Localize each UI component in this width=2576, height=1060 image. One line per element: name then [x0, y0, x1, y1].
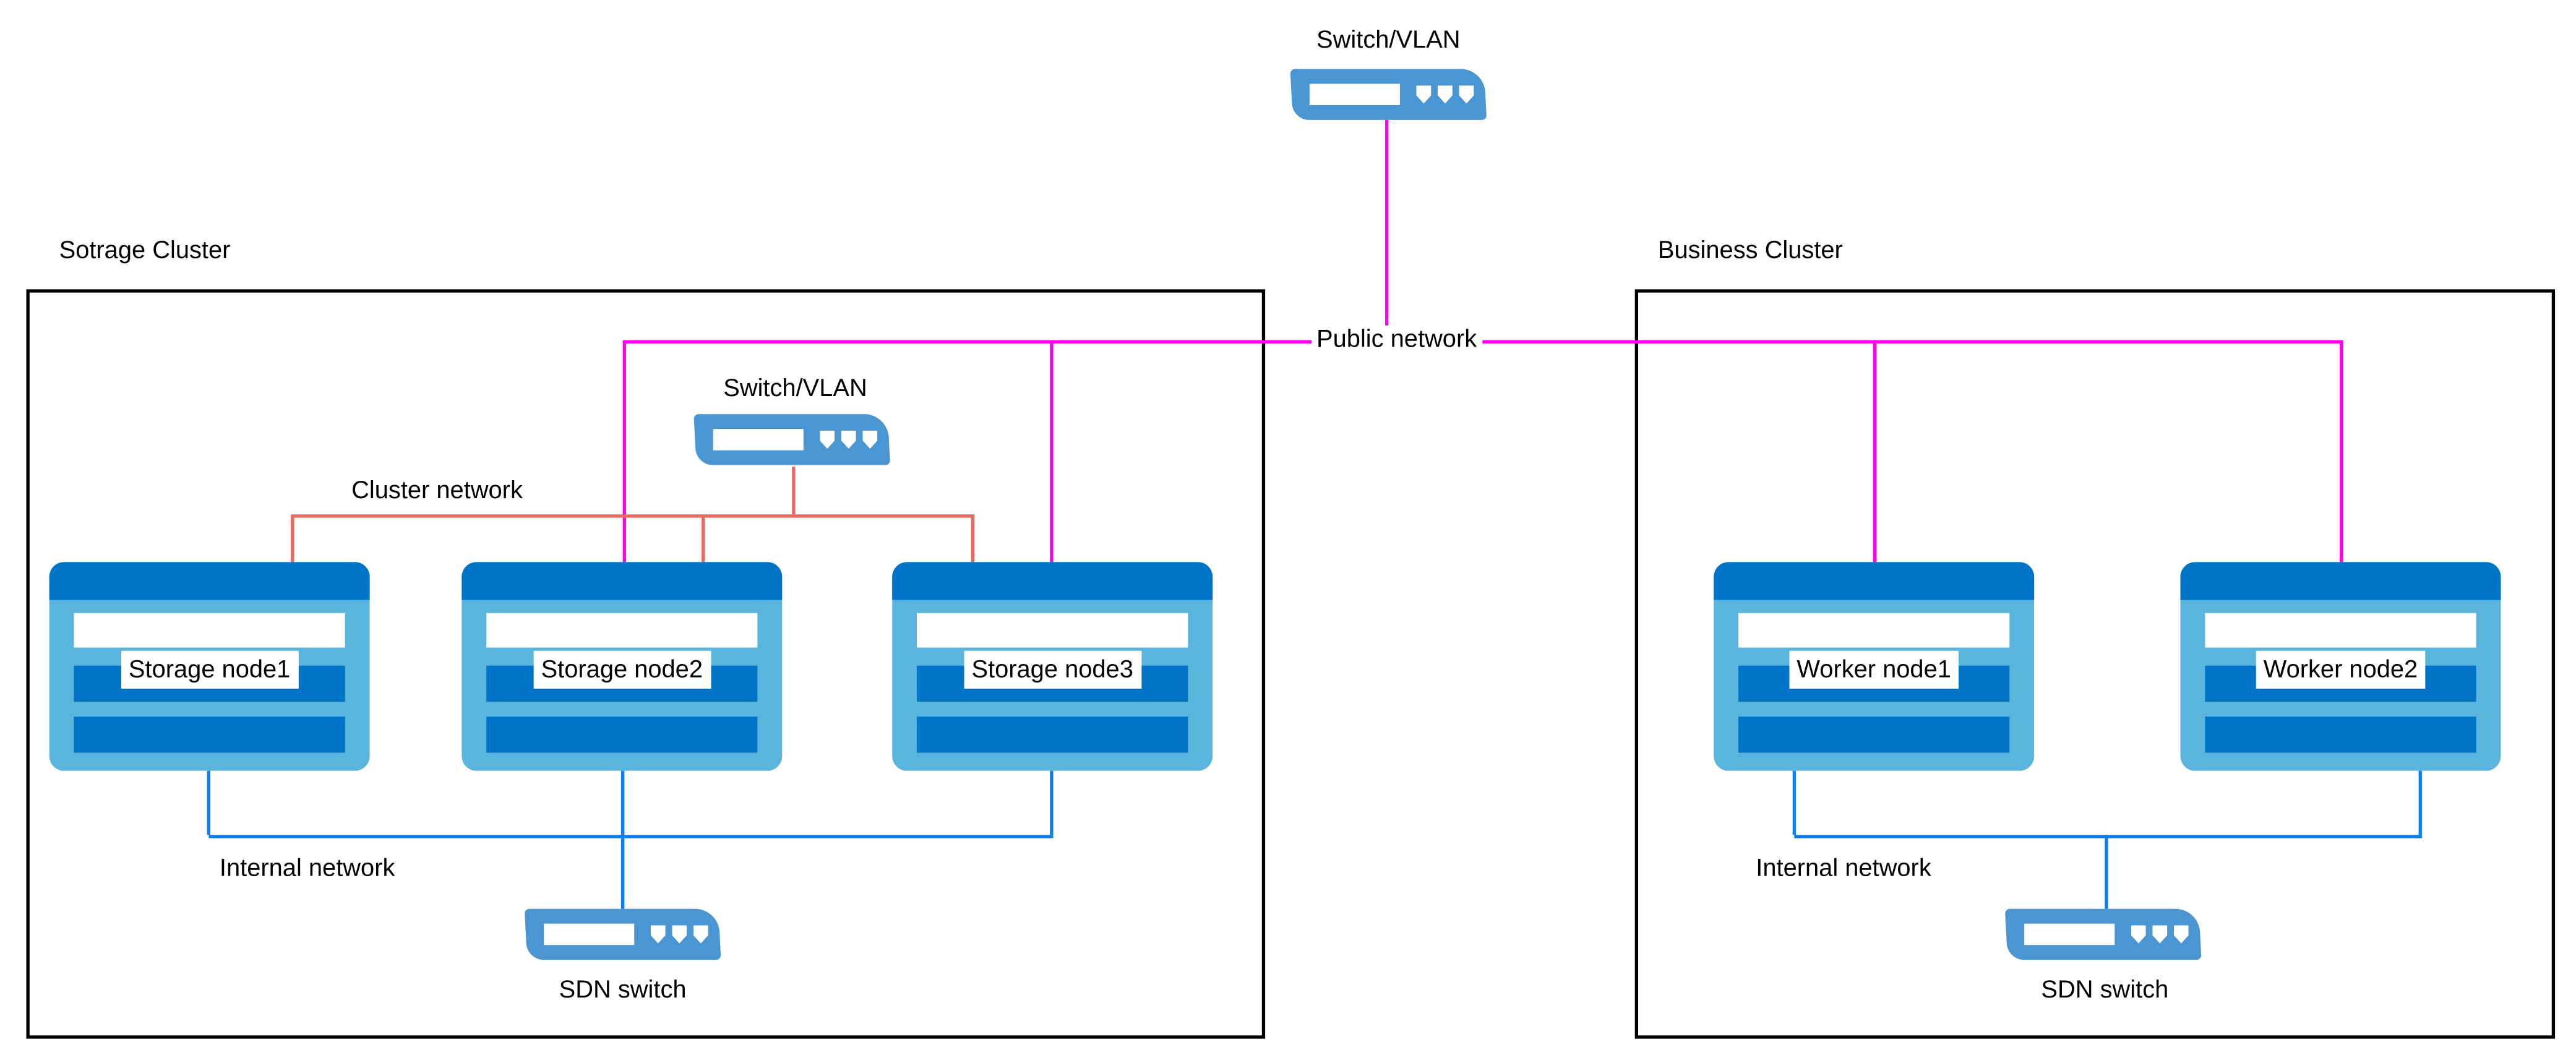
public-network-label: Public network	[1312, 325, 1482, 355]
storage-internal-line-node1-drop	[207, 770, 210, 835]
node-slot	[74, 613, 345, 648]
storage-switch-icon	[693, 414, 891, 465]
node-header	[1714, 562, 2035, 600]
switch-port-icon	[862, 430, 878, 449]
switch-port-icon	[1416, 85, 1432, 104]
node-label: Worker node2	[2255, 650, 2426, 689]
storage-sdn-switch-label: SDN switch	[559, 976, 687, 1004]
storage-node1: Storage node1	[49, 562, 370, 771]
node-slot	[486, 613, 758, 648]
node-bar	[74, 717, 345, 753]
business-cluster-box	[1634, 289, 2556, 1039]
worker-node1: Worker node1	[1714, 562, 2035, 771]
storage-internal-line-node3-drop	[1050, 770, 1054, 835]
cluster-network-line-switch-drop	[792, 467, 796, 515]
node-bar	[1738, 717, 2010, 753]
business-internal-network-label: Internal network	[1756, 855, 1931, 883]
node-header	[49, 562, 370, 600]
business-cluster-title: Business Cluster	[1657, 236, 1843, 265]
cluster-network-line-node1-drop	[291, 514, 294, 562]
cluster-network-line-node3-drop	[971, 514, 975, 562]
switch-screen	[544, 923, 635, 946]
public-network-line-storage-node2-drop	[622, 340, 626, 562]
storage-internal-network-label: Internal network	[219, 855, 395, 883]
storage-cluster-box	[26, 289, 1266, 1039]
node-bar	[486, 717, 758, 753]
public-network-label-text: Public network	[1312, 325, 1482, 354]
storage-node3: Storage node3	[892, 562, 1213, 771]
business-internal-line-worker1-drop	[1792, 770, 1797, 835]
public-network-line-storage-node3-drop	[1050, 340, 1054, 562]
node-slot	[917, 613, 1188, 648]
storage-internal-line-node2-sdn-drop	[620, 770, 625, 909]
switch-port-icon	[2131, 925, 2146, 944]
business-sdn-switch-icon	[2004, 908, 2202, 960]
storage-sdn-switch-icon	[524, 908, 721, 960]
storage-cluster-title: Sotrage Cluster	[59, 236, 231, 265]
node-label: Storage node2	[533, 650, 711, 689]
cluster-network-label: Cluster network	[351, 476, 523, 505]
switch-screen	[1309, 84, 1400, 105]
node-label: Storage node3	[963, 650, 1142, 689]
node-bar	[2205, 717, 2476, 753]
switch-port-icon	[1459, 85, 1474, 104]
cluster-network-line-horizontal	[292, 514, 975, 518]
switch-port-icon	[2173, 925, 2189, 944]
worker-node2: Worker node2	[2180, 562, 2501, 771]
public-network-line-top-switch-drop	[1385, 119, 1389, 340]
switch-screen	[2024, 923, 2115, 946]
node-label: Storage node1	[120, 650, 299, 689]
top-switch-label: Switch/VLAN	[1316, 26, 1461, 54]
cluster-network-line-node2-drop	[702, 514, 705, 562]
node-label: Worker node1	[1788, 650, 1960, 689]
switch-port-icon	[672, 925, 687, 944]
node-header	[462, 562, 783, 600]
switch-screen	[713, 429, 804, 450]
business-internal-line-sdn-drop	[2105, 835, 2108, 909]
switch-port-icon	[650, 925, 666, 944]
switch-port-icon	[2152, 925, 2168, 944]
switch-port-icon	[1438, 85, 1453, 104]
switch-port-icon	[820, 430, 835, 449]
storage-switch-label: Switch/VLAN	[723, 374, 867, 403]
node-slot	[1738, 613, 2010, 648]
node-slot	[2205, 613, 2476, 648]
node-bar	[917, 717, 1188, 753]
node-header	[892, 562, 1213, 600]
top-switch-icon	[1290, 69, 1487, 120]
public-network-line-worker-node2-drop	[2340, 340, 2343, 562]
node-header	[2180, 562, 2501, 600]
business-internal-line-worker2-drop	[2418, 770, 2422, 835]
switch-port-icon	[693, 925, 708, 944]
storage-node2: Storage node2	[462, 562, 783, 771]
business-sdn-switch-label: SDN switch	[2041, 976, 2169, 1004]
storage-internal-network-line-horizontal	[208, 835, 1054, 838]
public-network-line-horizontal	[624, 340, 2343, 344]
public-network-line-worker-node1-drop	[1873, 340, 1877, 562]
switch-port-icon	[841, 430, 856, 449]
